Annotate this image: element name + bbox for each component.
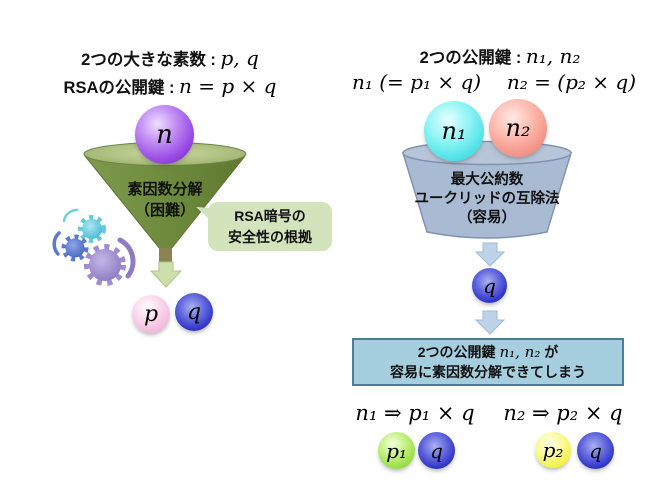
funnel-label: 素因数分解 （困難） bbox=[95, 179, 235, 221]
gear-icon-blue bbox=[61, 234, 89, 262]
down-arrow-icon-left bbox=[149, 261, 183, 288]
conclusion-line1-jp2: が bbox=[540, 344, 559, 360]
funnel-label-line2: （困難） bbox=[134, 202, 195, 219]
sphere-n1: n₁ bbox=[424, 101, 484, 161]
sphere-q1: q bbox=[418, 432, 455, 469]
sphere-n: n bbox=[135, 105, 194, 164]
left-title-rsa-key-math: n = p × q bbox=[179, 74, 277, 98]
left-title-primes-math: p, q bbox=[220, 46, 259, 70]
conclusion-line1: 2つの公開鍵 n₁, n₂ が bbox=[354, 342, 622, 362]
right-title-public-keys-jp: 2つの公開鍵 : bbox=[419, 49, 526, 67]
sphere-q-left: q bbox=[175, 293, 213, 331]
result-formula-2-text: n₂ ⇒ p₂ × q bbox=[503, 401, 623, 425]
down-arrow-icon-right-1 bbox=[474, 242, 506, 267]
right-title-public-keys-math: n₁, n₂ bbox=[525, 44, 581, 68]
result-formula-1: n₁ ⇒ p₁ × q bbox=[350, 401, 480, 425]
funnel-label-line1: 素因数分解 bbox=[127, 181, 203, 198]
gears-icon bbox=[52, 208, 136, 286]
conclusion-box: 2つの公開鍵 n₁, n₂ が 容易に素因数分解できてしまう bbox=[352, 338, 624, 386]
gear-arc-blue bbox=[52, 231, 61, 256]
formula-n2: n₂ = (p₂ × q) bbox=[506, 70, 636, 94]
sphere-p: p bbox=[132, 295, 170, 333]
security-basis-callout: RSA暗号の 安全性の根拠 bbox=[208, 202, 332, 251]
bucket-label: 最大公約数 ユークリッドの互除法 （容易） bbox=[392, 171, 582, 228]
gear-arc-cyan bbox=[62, 208, 79, 223]
left-title-rsa-key-jp: RSAの公開鍵 : bbox=[63, 79, 180, 97]
conclusion-line1-jp1: 2つの公開鍵 bbox=[417, 344, 500, 360]
left-title-primes: 2つの大きな素数 : p, q bbox=[20, 46, 320, 70]
callout-line2: 安全性の根拠 bbox=[228, 229, 312, 245]
sphere-p2: p₂ bbox=[535, 432, 571, 468]
gear-icon-cyan bbox=[78, 215, 106, 243]
conclusion-line1-math: n₁, n₂ bbox=[499, 343, 541, 361]
bucket-label-line1: 最大公約数 bbox=[450, 172, 524, 188]
gear-arc-purple bbox=[117, 237, 136, 279]
formula-n1: n₁ (= p₁ × q) bbox=[352, 70, 482, 94]
bucket-label-line2: ユークリッドの互除法 bbox=[414, 191, 560, 207]
bucket-label-line3: （容易） bbox=[458, 210, 516, 226]
sphere-q2: q bbox=[577, 432, 614, 469]
right-title-public-keys: 2つの公開鍵 : n₁, n₂ bbox=[380, 44, 620, 68]
sphere-q-middle: q bbox=[472, 268, 507, 303]
right-key-formulas: n₁ (= p₁ × q) n₂ = (p₂ × q) bbox=[352, 70, 636, 94]
result-formula-2: n₂ ⇒ p₂ × q bbox=[498, 401, 628, 425]
sphere-n2: n₂ bbox=[489, 99, 547, 157]
down-arrow-icon-right-2 bbox=[474, 310, 506, 335]
funnel-spout bbox=[159, 248, 172, 264]
sphere-p1: p₁ bbox=[378, 432, 415, 469]
result-formula-1-text: n₁ ⇒ p₁ × q bbox=[355, 401, 475, 425]
conclusion-line2: 容易に素因数分解できてしまう bbox=[390, 364, 586, 380]
gear-icon-purple bbox=[84, 244, 126, 286]
callout-line1: RSA暗号の bbox=[234, 208, 306, 224]
left-title-primes-jp: 2つの大きな素数 : bbox=[81, 51, 221, 69]
left-title-rsa-key: RSAの公開鍵 : n = p × q bbox=[10, 74, 330, 98]
